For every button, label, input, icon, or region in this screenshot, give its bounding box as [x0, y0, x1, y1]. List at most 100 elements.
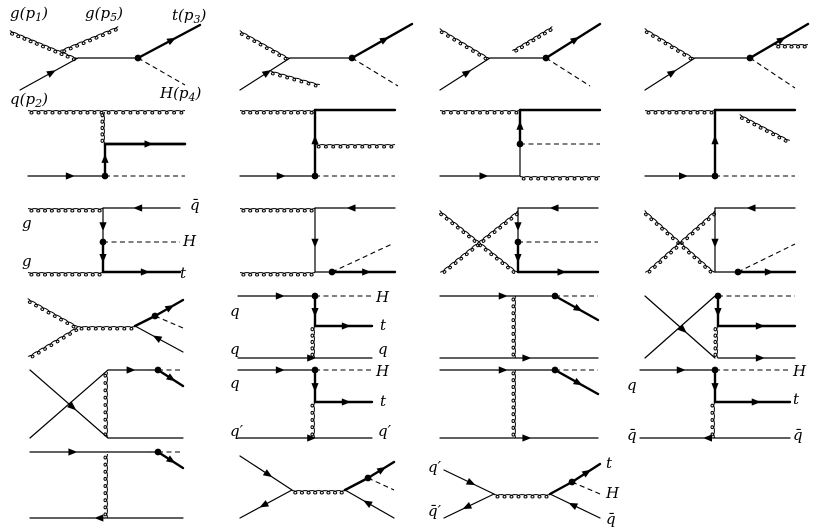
top-line — [156, 368, 185, 388]
diagram-r5c2: q H t q′ q′ — [230, 362, 392, 442]
quark-line — [237, 434, 373, 442]
quark-line — [239, 455, 293, 491]
quark-line — [29, 369, 109, 439]
quark-line — [237, 292, 316, 300]
top-line — [748, 22, 810, 60]
gluon-line — [643, 210, 715, 274]
top-line — [136, 23, 202, 60]
diagram-r6c3: q′ q̄′ t H q̄ — [428, 454, 620, 528]
antiquark-line — [443, 493, 495, 519]
top-propagator — [133, 314, 157, 328]
quark-propagator — [99, 207, 107, 243]
gluon-line — [27, 298, 78, 329]
antiquark-line — [102, 204, 181, 212]
label-g-p1: g(p1) — [10, 4, 48, 24]
antiquark-line — [639, 434, 791, 442]
top-propagator — [101, 142, 109, 178]
gluon-line — [710, 401, 715, 439]
antiquark-line — [714, 204, 796, 212]
top-propagator — [99, 240, 107, 274]
vertex-dot — [348, 54, 356, 62]
top-line — [544, 22, 602, 60]
higgs-line — [545, 57, 591, 87]
label-g: g — [22, 252, 32, 270]
top-line — [156, 450, 185, 470]
label-q: q — [230, 340, 240, 358]
vertex-dot — [551, 366, 559, 374]
gluon-line — [310, 325, 315, 359]
label-g: g — [22, 214, 32, 232]
higgs-line — [749, 57, 796, 89]
label-H: H — [182, 232, 197, 250]
diagram-r3c4 — [643, 204, 797, 276]
gluon-line — [27, 272, 104, 277]
gluon-line — [103, 453, 108, 519]
top-line — [570, 462, 602, 484]
diagram-r1c2 — [239, 22, 414, 91]
antiquark-line — [344, 489, 395, 519]
diagram-r4c1 — [27, 298, 185, 359]
diagram-r2c1 — [27, 110, 187, 180]
gluon-line — [60, 26, 119, 54]
vertex-dot — [101, 172, 109, 180]
label-q: q — [230, 302, 240, 320]
quark-line — [439, 366, 556, 374]
higgs-line — [351, 57, 399, 87]
gluon-line — [774, 44, 809, 49]
gluon-line — [100, 111, 105, 145]
top-propagator — [311, 108, 319, 178]
gluon-line — [511, 295, 516, 359]
top-line — [553, 294, 600, 322]
top-propagator — [711, 108, 719, 178]
label-t: t — [380, 316, 387, 334]
top-line — [516, 268, 600, 276]
antiquark-line — [549, 493, 601, 519]
quark-line — [27, 172, 106, 180]
gluon-line — [713, 325, 718, 359]
vertex-dot — [711, 172, 719, 180]
gluon-line — [511, 369, 516, 439]
quark-line — [439, 354, 599, 362]
diagram-r4c2: q H t q q — [230, 288, 390, 362]
diagram-r6c1 — [29, 448, 185, 522]
quark-line — [237, 366, 316, 374]
diagram-r4c4 — [644, 292, 797, 362]
label-H: H — [375, 362, 390, 380]
diagram-r5c3 — [439, 366, 600, 442]
top-line — [716, 322, 797, 330]
top-line — [153, 298, 185, 318]
gluon-line — [9, 30, 78, 62]
gluon-line — [77, 326, 136, 331]
vertex-dot — [542, 54, 550, 62]
vertex-dot — [134, 54, 142, 62]
quark-line — [439, 292, 556, 300]
label-qbarprime: q̄′ — [428, 502, 442, 520]
vertex-dot — [154, 448, 162, 456]
top-propagator — [343, 476, 370, 492]
diagram-r5c4: q H t q̄ q̄ — [627, 362, 807, 444]
label-q: q — [230, 374, 240, 392]
higgs-line — [737, 243, 796, 273]
diagram-r2c3 — [439, 108, 602, 181]
label-t: t — [380, 392, 387, 410]
gluon-line — [439, 210, 518, 274]
vertex-dot — [154, 366, 162, 374]
higgs-line — [331, 243, 393, 273]
vertex-dot — [151, 312, 159, 320]
vertex-dot — [551, 292, 559, 300]
antiquark-line — [134, 325, 184, 353]
quark-line — [29, 448, 109, 456]
diagram-r1c4 — [644, 22, 810, 91]
top-line — [330, 268, 397, 276]
quark-line — [644, 295, 716, 359]
label-t: t — [793, 390, 800, 408]
diagram-r6c2 — [239, 455, 396, 519]
quark-line — [237, 354, 373, 362]
top-line — [103, 140, 187, 148]
quark-propagator — [514, 207, 522, 243]
label-H: H — [792, 362, 807, 380]
quark-propagator — [311, 207, 319, 273]
antiquark-line — [517, 204, 599, 212]
top-line — [313, 322, 374, 330]
